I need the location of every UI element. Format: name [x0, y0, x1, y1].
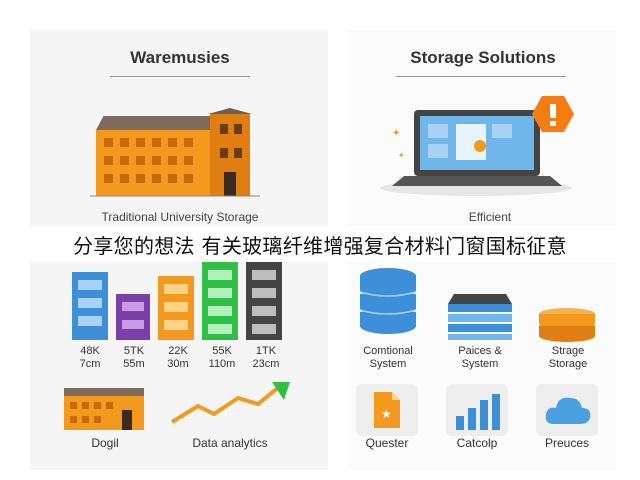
alert-icon	[532, 96, 574, 132]
quester-card[interactable]: ★	[356, 384, 418, 436]
right-panel-title: Storage Solutions	[410, 48, 556, 67]
bottom-left-caption: Dogil	[91, 436, 119, 450]
database-stack-icon	[359, 268, 417, 334]
cabinet-green-icon	[202, 262, 238, 340]
preuces-card[interactable]	[536, 384, 598, 436]
orange-storage-icon	[539, 308, 595, 342]
overlay-banner: 分享您的想法 有关玻璃纤维增强复合材料门窗国标征意	[0, 226, 640, 262]
cabinet-blue-icon	[72, 272, 108, 340]
banner-text: 分享您的想法 有关玻璃纤维增强复合材料门窗国标征意	[73, 233, 567, 258]
laptop-label: Efficient	[468, 210, 512, 224]
document-star-icon: ★	[374, 392, 400, 428]
trend-arrow-icon	[170, 382, 290, 424]
svg-text:★: ★	[381, 407, 392, 421]
warehouse-building-illustration	[90, 108, 260, 197]
building-label: Traditional University Storage	[101, 210, 259, 224]
cabinet-orange-icon	[158, 276, 194, 340]
laptop-illustration: ✦ ✦	[380, 96, 574, 196]
left-title-underline	[110, 76, 250, 77]
file-cabinets-illustration	[72, 262, 282, 340]
right-title-underline	[396, 76, 566, 77]
cloud-icon	[545, 397, 591, 424]
catcolp-caption: Catcolp	[456, 436, 498, 450]
svg-text:✦: ✦	[392, 128, 400, 139]
quester-caption: Quester	[365, 436, 409, 450]
cabinet-dark-icon	[246, 262, 282, 340]
cabinet-purple-icon	[116, 294, 150, 340]
server-layers-icon	[448, 294, 512, 340]
bar-chart-icon	[456, 394, 500, 430]
data-analytics-caption: Data analytics	[192, 436, 268, 450]
catcolp-card[interactable]	[446, 384, 508, 436]
left-panel-title: Waremusies	[130, 48, 230, 67]
preuces-caption: Preuces	[544, 436, 590, 450]
svg-text:✦: ✦	[398, 151, 405, 160]
system-label-2: Paices &System	[458, 345, 502, 370]
small-building-icon	[64, 388, 144, 430]
